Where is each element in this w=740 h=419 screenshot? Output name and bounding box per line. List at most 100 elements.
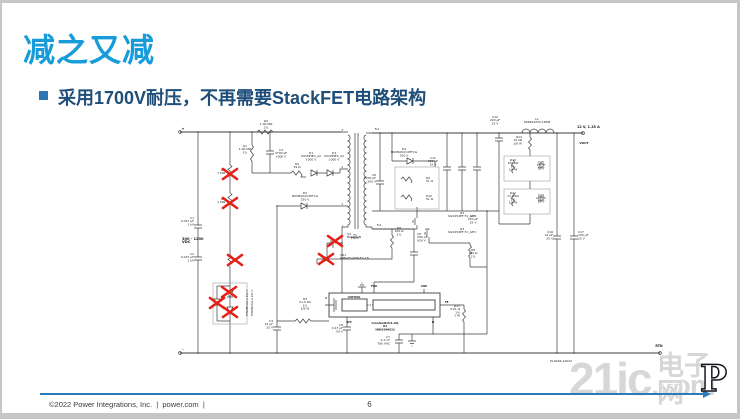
output-cap-bank [372, 133, 499, 335]
copyright-text: ©2022 Power Integrations, Inc. [49, 400, 153, 409]
innoswitch-chip [325, 282, 464, 321]
d2-bias-branch [273, 202, 342, 353]
chip-bottom-branches [343, 305, 466, 353]
schematic-label: FWD [371, 285, 377, 288]
red-x-mark [221, 167, 239, 181]
red-x-mark [326, 234, 344, 248]
schematic-label: FB [445, 301, 449, 304]
schematic-label: 2 [341, 202, 343, 206]
feedback-column [495, 133, 544, 225]
schematic-label: GND [421, 285, 427, 288]
schematic-label: RTN [655, 344, 662, 348]
red-x-mark [208, 296, 226, 310]
page-number: 6 [367, 400, 372, 409]
schematic-label: TPSMB510A-A 450 V [245, 290, 249, 317]
schematic-label: CONTROL [348, 296, 361, 299]
red-x-mark [226, 253, 244, 267]
fb-box-2 [503, 188, 551, 215]
schematic-label: 3 [341, 128, 343, 132]
footer-website: power.com [162, 400, 199, 409]
c1-c2-branch [194, 132, 202, 353]
schematic-label: - [182, 348, 184, 352]
svg-text:P: P [700, 358, 727, 400]
schematic-label: IS [432, 321, 435, 324]
input-plus-terminal [178, 130, 182, 134]
schematic-label: BPP [346, 321, 352, 324]
schematic-label: + [181, 127, 184, 131]
slide-canvas: 减之又减 采用1700V耐压，不再需要StackFET电路架构 [2, 3, 737, 413]
transformer-t1 [341, 131, 373, 293]
secondary-snubber [376, 133, 436, 211]
footer-copyright: ©2022 Power Integrations, Inc. | power.c… [49, 400, 205, 409]
junction-dots [197, 131, 575, 354]
schematic-label: FL2 [377, 223, 382, 227]
schematic-label: PI-9246-12022 [550, 359, 572, 363]
watermark-dianziwang: 电子网 [657, 351, 711, 408]
r6-r7-tvs-branch [213, 132, 234, 353]
footer-separator-2: | [202, 400, 205, 409]
schematic-label: TPSMB240A-A 240 V [250, 290, 254, 317]
rtn-terminal [658, 351, 662, 355]
red-x-mark [221, 305, 239, 319]
bullet-square-icon [39, 91, 48, 100]
schematic-label: 1 [341, 224, 343, 228]
snubber-box [394, 166, 440, 210]
input-minus-terminal [178, 351, 182, 355]
schematic-label: VOUT [579, 141, 589, 145]
schematic-label: 4 [341, 165, 343, 169]
output-filter [521, 128, 578, 353]
schematic-label: 12 V, 1.25 A [577, 125, 600, 129]
red-x-mark [317, 252, 335, 266]
schematic-label: V [325, 297, 327, 300]
red-x-mark [220, 285, 238, 299]
footer-separator: | [156, 400, 159, 409]
power-integrations-logo-icon: P [697, 357, 728, 405]
page-title: 减之又减 [23, 32, 156, 68]
footer-arrow-icon [703, 390, 711, 398]
bullet-row: 采用1700V耐压，不再需要StackFET电路架构 [39, 84, 426, 110]
vout-terminal [581, 131, 585, 135]
footer-rule [40, 393, 704, 395]
watermark-21ic: 21ic [569, 353, 653, 405]
